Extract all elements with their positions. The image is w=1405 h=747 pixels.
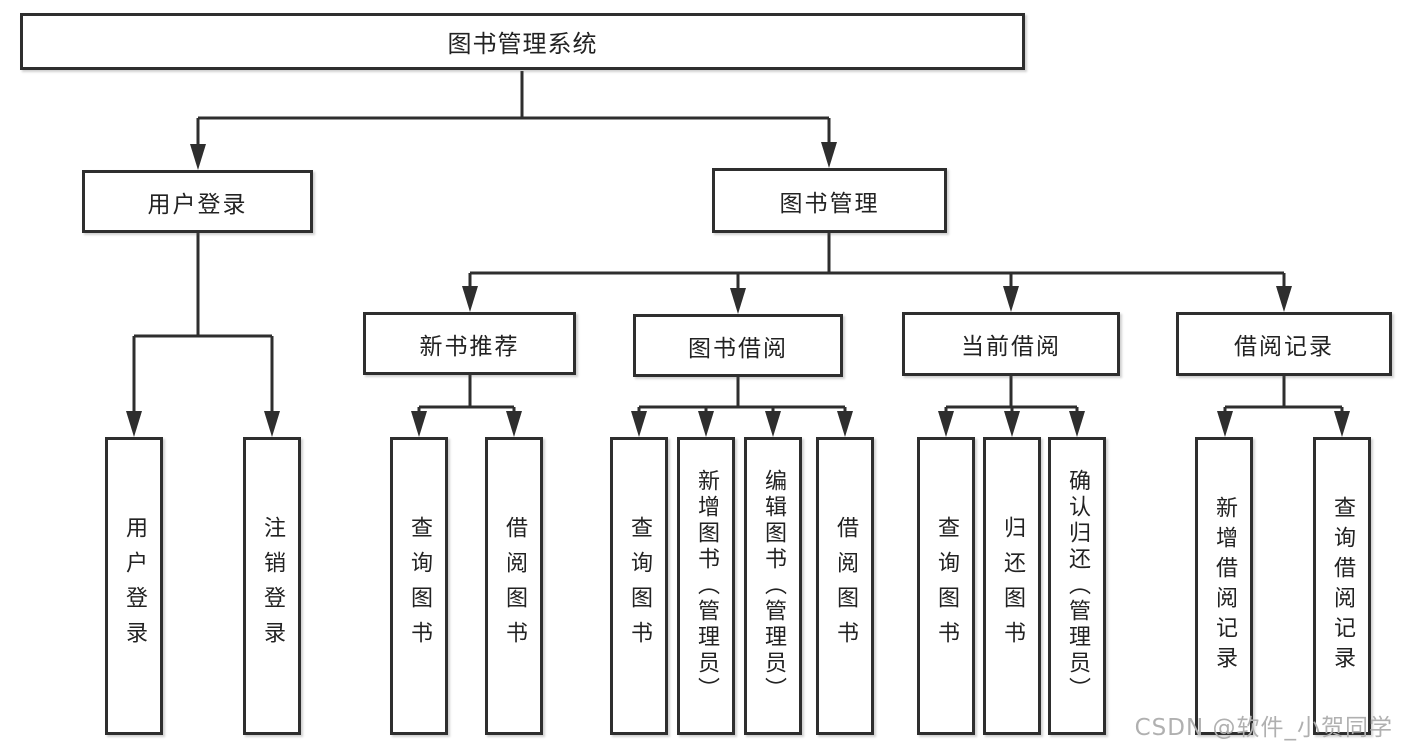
leaf-current-return-book: 归还图书 — [983, 437, 1041, 735]
leaf-user-login: 用户登录 — [105, 437, 163, 735]
node-book-management: 图书管理 — [712, 168, 947, 233]
leaf-logout: 注销登录 — [243, 437, 301, 735]
leaf-history-query-record: 查询借阅记录 — [1313, 437, 1371, 735]
leaf-borrow-edit-book-admin: 编辑图书（管理员） — [744, 437, 802, 735]
node-book-borrow: 图书借阅 — [633, 314, 843, 377]
node-borrow-records: 借阅记录 — [1176, 312, 1392, 376]
leaf-recommend-query-book: 查询图书 — [390, 437, 448, 735]
leaf-recommend-borrow-book: 借阅图书 — [485, 437, 543, 735]
csdn-watermark: CSDN @软件_小贺同学 — [1134, 715, 1393, 741]
node-user-login-group: 用户登录 — [82, 170, 313, 233]
node-new-book-recommend: 新书推荐 — [363, 312, 576, 375]
leaf-borrow-borrow-book: 借阅图书 — [816, 437, 874, 735]
leaf-borrow-add-book-admin: 新增图书（管理员） — [677, 437, 735, 735]
leaf-current-confirm-return-admin: 确认归还（管理员） — [1048, 437, 1106, 735]
leaf-borrow-query-book: 查询图书 — [610, 437, 668, 735]
node-root: 图书管理系统 — [20, 13, 1025, 70]
leaf-current-query-book: 查询图书 — [917, 437, 975, 735]
node-current-borrow: 当前借阅 — [902, 312, 1120, 376]
leaf-history-add-record: 新增借阅记录 — [1195, 437, 1253, 735]
